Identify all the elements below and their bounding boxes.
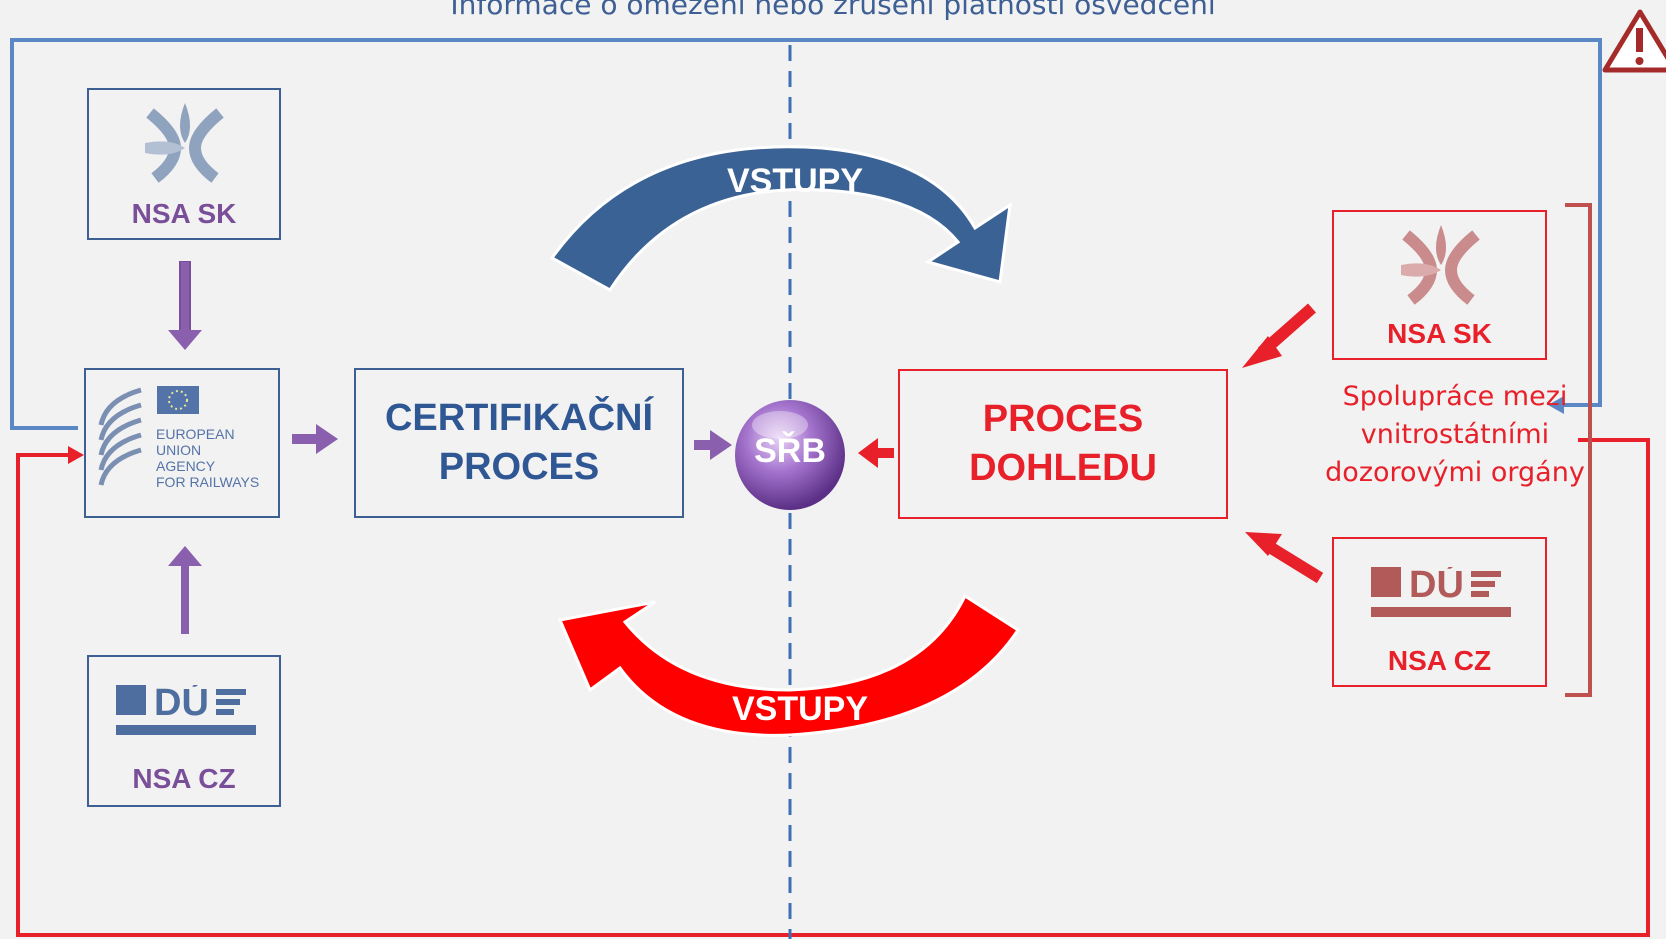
supervision-box: PROCES DOHLEDU: [898, 369, 1228, 519]
purple-right-arrow-2: [694, 430, 732, 460]
era-text-line-3: AGENCY: [156, 458, 216, 474]
svg-text:DÚ: DÚ: [1409, 567, 1464, 606]
era-text: EUROPEAN UNION AGENCY FOR RAILWAYS: [156, 426, 259, 490]
svg-text:DÚ: DÚ: [154, 685, 209, 724]
nsa-cz-box-left: DÚ NSA CZ: [87, 655, 281, 807]
red-feedback-line: [16, 438, 1650, 937]
nsa-sk-box-right: NSA SK: [1332, 210, 1547, 360]
red-diagonal-arrow-bottom: [1245, 532, 1324, 584]
red-curved-arrow: [557, 593, 1021, 737]
blue-feedback-arrowhead: [1548, 396, 1564, 414]
era-text-line-1: EUROPEAN: [156, 426, 235, 442]
right-bracket: [1565, 203, 1592, 697]
certification-label: CERTIFIKAČNÍ PROCES: [384, 396, 654, 488]
nsa-sk-logo-right: [1401, 225, 1480, 305]
nsa-sk-label-left: NSA SK: [131, 198, 237, 229]
feedback-title: Informace o omezení nebo zrušení platnos…: [450, 0, 1216, 21]
red-feedback-arrowhead: [68, 446, 84, 464]
blue-curved-arrow: [549, 145, 1012, 292]
blue-feedback-line: [10, 38, 1602, 430]
top-arrow-label: VSTUPY: [726, 162, 864, 200]
purple-down-arrow: [168, 261, 202, 350]
nsa-cz-label-right: NSA CZ: [1387, 645, 1492, 676]
bottom-arrow-label: VSTUPY: [731, 690, 869, 728]
du-logo-left: DÚ: [116, 685, 256, 735]
supervision-label: PROCES DOHLEDU: [969, 397, 1157, 489]
purple-up-arrow: [168, 546, 202, 634]
certification-box: CERTIFIKAČNÍ PROCES: [354, 368, 684, 518]
era-text-line-2: UNION: [156, 442, 202, 458]
nsa-sk-label-right: NSA SK: [1387, 318, 1492, 349]
era-logo: [98, 386, 199, 486]
du-logo-right: DÚ: [1371, 567, 1511, 617]
nsa-cz-label-left: NSA CZ: [132, 763, 236, 794]
nsa-sk-logo: [145, 103, 224, 183]
era-text-line-4: FOR RAILWAYS: [156, 474, 260, 490]
nsa-cz-box-right: DÚ NSA CZ: [1332, 537, 1547, 687]
red-diagonal-arrow-top: [1242, 303, 1316, 368]
warning-icon: [1602, 9, 1666, 73]
srb-label: SŘB: [754, 432, 826, 470]
nsa-sk-box-left: NSA SK: [87, 88, 281, 240]
red-left-arrow: [858, 438, 894, 468]
era-box: EUROPEAN UNION AGENCY FOR RAILWAYS: [84, 368, 280, 518]
cooperation-text: Spolupráce mezi vnitrostátními dozorovým…: [1325, 381, 1585, 488]
purple-right-arrow-1: [292, 424, 338, 454]
srb-sphere: [735, 400, 845, 510]
